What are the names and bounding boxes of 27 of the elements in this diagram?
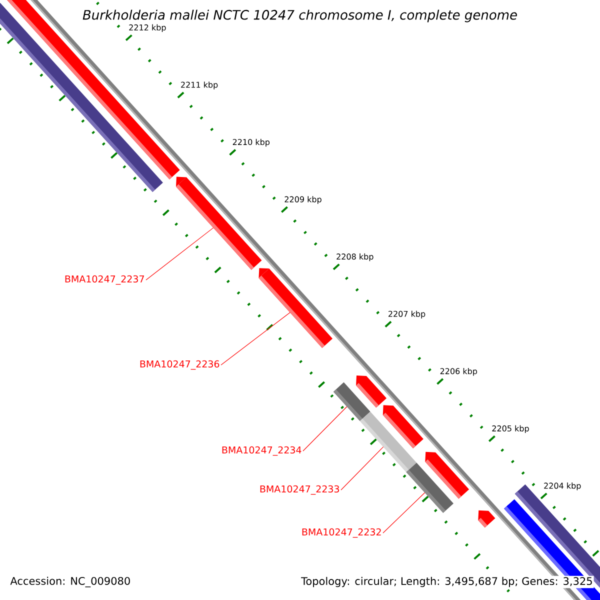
gene-label: BMA10247_2233 (260, 485, 340, 495)
tick-label: 2206 kbp (440, 368, 478, 376)
tick-label: 2209 kbp (284, 196, 322, 204)
accession-label: Accession: NC_009080 (9, 576, 132, 588)
gene-bar (333, 382, 370, 421)
leader-line (302, 406, 348, 452)
tick-label: 2204 kbp (544, 482, 581, 490)
tick-label: 2207 kbp (388, 310, 426, 318)
gene-bar (258, 268, 333, 348)
gene-label: BMA10247_2236 (140, 360, 220, 370)
tick-label: 2210 kbp (232, 138, 270, 147)
tick-label: 2212 kbp (129, 24, 166, 32)
gene-bar (360, 412, 417, 472)
leader-line (382, 492, 426, 534)
leader-line (146, 228, 214, 280)
gene-bar (176, 176, 262, 270)
gene-label: BMA10247_2237 (65, 275, 144, 285)
tick-label: 2205 kbp (492, 425, 529, 433)
gene-bar (406, 462, 454, 513)
tick-label: 2211 kbp (181, 82, 218, 90)
leader-line (340, 446, 384, 490)
tick-label: 2208 kbp (336, 253, 374, 262)
genome-info-text: Topology: circular; Length: 3,495,687 bp; Genes: 3,325 (300, 576, 594, 588)
leader-line (220, 312, 290, 366)
gene-label: BMA10247_2234 (222, 446, 302, 456)
gene-label: BMA10247_2232 (302, 528, 381, 538)
title: Burkholderia mallei NCTC 10247 chromosome I, complete genome (80, 9, 520, 23)
